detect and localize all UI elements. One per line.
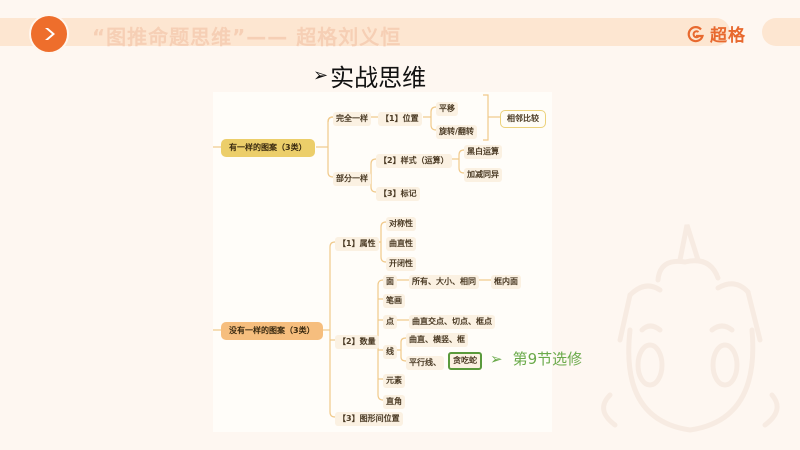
brand-g-logo-icon [687,25,704,42]
node-black-white-op: 黑白运算 [464,145,502,159]
node-face: 面 [383,275,397,289]
node-fully-same: 完全一样 [333,112,371,126]
brand-name: 超格 [710,26,746,46]
node-snake-highlight: 贪吃蛇 [448,352,482,370]
node-figure-position: 【3】图形间位置 [335,412,403,426]
node-stroke: 笔画 [383,294,405,308]
node-curve-straight: 曲直性 [386,237,416,251]
node-symmetry: 对称性 [386,217,416,231]
nav-button[interactable] [29,14,69,54]
node-style-operation: 【2】样式（运算） [376,154,452,168]
node-point-detail: 曲直交点、切点、框点 [409,315,495,329]
section-title: ➢ 实战思维 [313,58,426,93]
node-quantity: 【2】数量 [335,335,379,349]
arrow-bullet-icon: ➢ [490,349,503,368]
node-element: 元素 [383,374,405,388]
elective-annotation: ➢ 第9节选修 [490,348,582,369]
node-line: 线 [383,345,397,359]
node-partial-same: 部分一样 [333,172,371,186]
node-no-same-pattern-root: 没有一样的图案（3类） [221,322,323,340]
node-rotate-flip: 旋转/翻转 [436,125,477,139]
mind-map-connectors [213,94,500,418]
node-translate: 平移 [436,102,458,116]
node-face-detail: 所有、大小、相同 [409,275,479,289]
node-face-in-frame: 框内面 [491,275,521,289]
brand-logo: 超格 [687,21,746,46]
chevron-right-icon [45,28,55,40]
elective-annotation-text: 第9节选修 [512,350,583,368]
node-line-detail: 曲直、横竖、框 [406,333,468,347]
header-band [0,18,730,46]
section-title-text: 实战思维 [330,64,427,92]
node-attribute: 【1】属性 [335,237,379,251]
arrow-bullet-icon: ➢ [313,65,329,86]
node-point: 点 [383,315,397,329]
header-title: “图推命题思维”—— 超格刘义恒 [92,25,402,49]
mind-map-card: 有一样的图案（3类） 完全一样 【1】位置 平移 旋转/翻转 相邻比较 部分一样… [213,92,552,432]
node-same-pattern-root: 有一样的图案（3类） [221,139,315,157]
node-parallel-lines: 平行线、 [406,356,444,370]
node-mark: 【3】标记 [376,187,420,201]
node-right-angle: 直角 [383,395,405,409]
unicorn-mascot-icon [601,224,780,433]
header-band-right [762,18,800,46]
node-adjacent-compare: 相邻比较 [500,110,546,128]
node-open-closed: 开闭性 [386,257,416,271]
node-add-sub-same-diff: 加减同异 [464,168,502,182]
node-position: 【1】位置 [378,112,422,126]
